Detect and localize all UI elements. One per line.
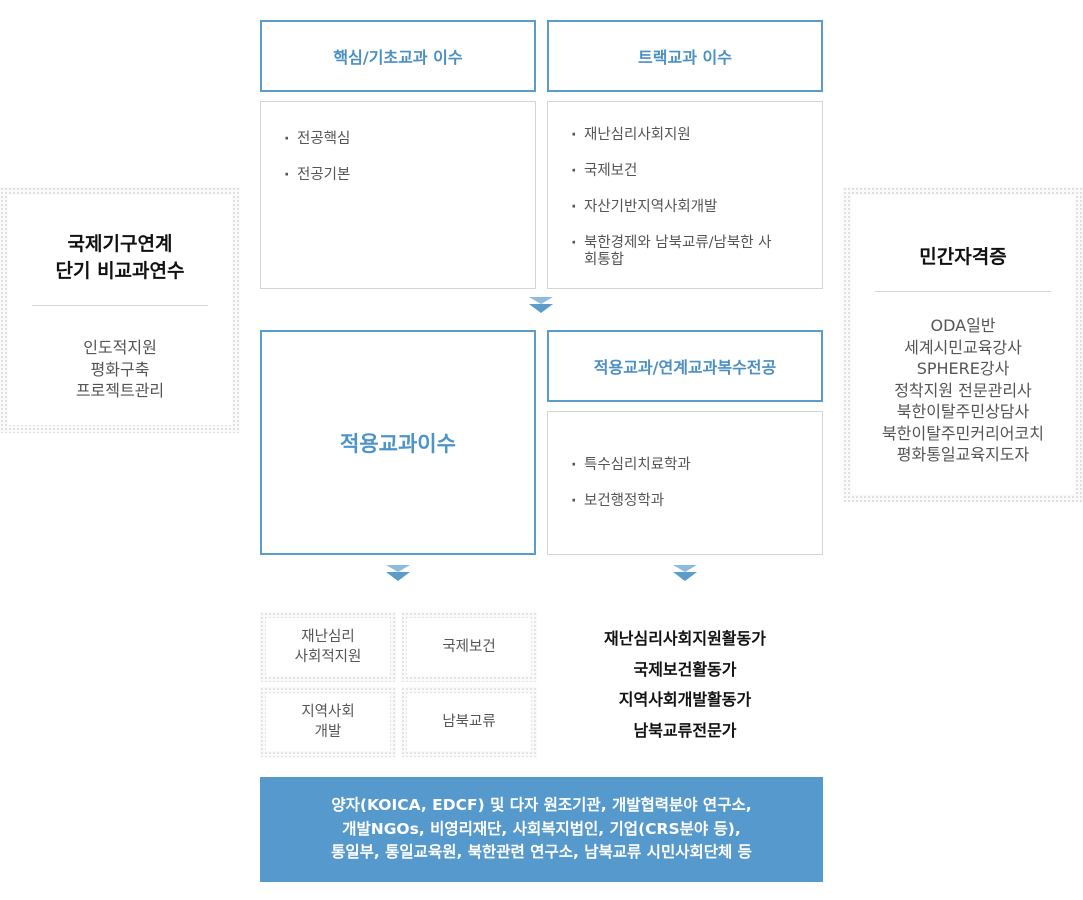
career-list: 재난심리사회지원활동가 국제보건활동가 지역사회개발활동가 남북교류전문가 — [547, 624, 823, 746]
career-item: 남북교류전문가 — [633, 720, 737, 740]
track-courses-header: 트랙교과 이수 — [547, 20, 823, 92]
core-courses-list: 전공핵심 전공기본 — [284, 131, 525, 184]
list-item: 국제보건 — [571, 163, 812, 180]
list-item: 북한경제와 남북교류/남북한 사회통합 — [571, 235, 774, 269]
tile-label-line: 남북교류 — [442, 714, 496, 730]
left-panel-item: 프로젝트관리 — [75, 381, 165, 400]
list-item: 보건행정학과 — [571, 493, 812, 510]
left-panel-divider — [32, 305, 208, 306]
applied-courses-box: 적용교과이수 — [260, 330, 536, 555]
left-panel-title-line-2: 단기 비교과연수 — [55, 260, 185, 282]
employment-line: 양자(KOICA, EDCF) 및 다자 원조기관, 개발협력분야 연구소, — [331, 796, 752, 815]
left-panel-inner: 국제기구연계 단기 비교과연수 인도적지원 평화구축 프로젝트관리 — [8, 195, 232, 425]
left-panel-list: 인도적지원 평화구축 프로젝트관리 — [8, 337, 232, 402]
right-panel-item: 정착지원 전문관리사 — [894, 380, 1032, 400]
tile-label-line: 지역사회 — [301, 704, 355, 720]
employment-line: 통일부, 통일교육원, 북한관련 연구소, 남북교류 시민사회단체 등 — [331, 843, 752, 862]
employment-line: 개발NGOs, 비영리재단, 사회복지법인, 기업(CRS분야 등), — [342, 819, 741, 838]
tile-global-health: 국제보건 — [401, 612, 537, 682]
tile-community-development: 지역사회 개발 — [260, 687, 396, 757]
career-item: 국제보건활동가 — [633, 659, 737, 679]
tile-label-line: 재난심리 — [301, 629, 355, 645]
chevron-down-icon — [529, 297, 553, 313]
track-courses-list-box: 재난심리사회지원 국제보건 자산기반지역사회개발 북한경제와 남북교류/남북한 … — [547, 101, 823, 289]
right-panel-list: ODA일반 세계시민교육강사 SPHERE강사 정착지원 전문관리사 북한이탈주… — [851, 315, 1075, 466]
right-panel-divider — [875, 291, 1051, 292]
career-item: 재난심리사회지원활동가 — [604, 629, 766, 648]
left-panel-international-training: 국제기구연계 단기 비교과연수 인도적지원 평화구축 프로젝트관리 — [0, 187, 240, 433]
list-item: 전공핵심 — [284, 131, 525, 148]
tile-inter-korean-exchange: 남북교류 — [401, 687, 537, 757]
right-panel-item: ODA일반 — [930, 316, 996, 335]
linked-double-major-list-box: 특수심리치료학과 보건행정학과 — [547, 411, 823, 555]
chevron-down-icon — [673, 565, 697, 581]
career-item: 지역사회개발활동가 — [618, 690, 752, 709]
left-panel-item: 평화구축 — [90, 359, 150, 379]
track-courses-header-label: 트랙교과 이수 — [638, 48, 732, 67]
right-panel-item: 북한이탈주민상담사 — [896, 402, 1030, 421]
core-courses-list-box: 전공핵심 전공기본 — [260, 101, 536, 289]
right-panel-item: 평화통일교육지도자 — [896, 445, 1030, 464]
track-courses-list: 재난심리사회지원 국제보건 자산기반지역사회개발 북한경제와 남북교류/남북한 … — [571, 127, 812, 269]
right-panel-item: 북한이탈주민커리어코치 — [882, 423, 1044, 443]
core-courses-header-label: 핵심/기초교과 이수 — [333, 48, 463, 67]
linked-double-major-header: 적용교과/연계교과복수전공 — [547, 330, 823, 402]
list-item: 전공기본 — [284, 167, 525, 184]
tile-label-line: 사회적지원 — [294, 649, 362, 665]
left-panel-item: 인도적지원 — [83, 338, 157, 357]
left-panel-title-line-1: 국제기구연계 — [67, 233, 173, 255]
list-item: 특수심리치료학과 — [571, 457, 812, 474]
employment-destinations-bar: 양자(KOICA, EDCF) 및 다자 원조기관, 개발협력분야 연구소, 개… — [260, 777, 823, 882]
right-panel-item: SPHERE강사 — [916, 359, 1010, 378]
linked-double-major-header-label: 적용교과/연계교과복수전공 — [593, 358, 777, 377]
right-panel-item: 세계시민교육강사 — [904, 337, 1022, 357]
tile-label-line: 국제보건 — [442, 639, 496, 655]
right-panel-private-certificates: 민간자격증 ODA일반 세계시민교육강사 SPHERE강사 정착지원 전문관리사… — [843, 187, 1083, 502]
applied-courses-label: 적용교과이수 — [340, 431, 456, 456]
list-item: 자산기반지역사회개발 — [571, 199, 812, 216]
linked-double-major-list: 특수심리치료학과 보건행정학과 — [571, 457, 812, 510]
core-courses-header: 핵심/기초교과 이수 — [260, 20, 536, 92]
list-item: 재난심리사회지원 — [571, 127, 812, 144]
tile-label-line: 개발 — [314, 724, 342, 740]
chevron-down-icon — [386, 565, 410, 581]
tile-disaster-psychosocial: 재난심리 사회적지원 — [260, 612, 396, 682]
right-panel-inner: 민간자격증 ODA일반 세계시민교육강사 SPHERE강사 정착지원 전문관리사… — [851, 195, 1075, 494]
left-panel-title: 국제기구연계 단기 비교과연수 — [8, 231, 232, 285]
right-panel-title: 민간자격증 — [919, 246, 1007, 268]
